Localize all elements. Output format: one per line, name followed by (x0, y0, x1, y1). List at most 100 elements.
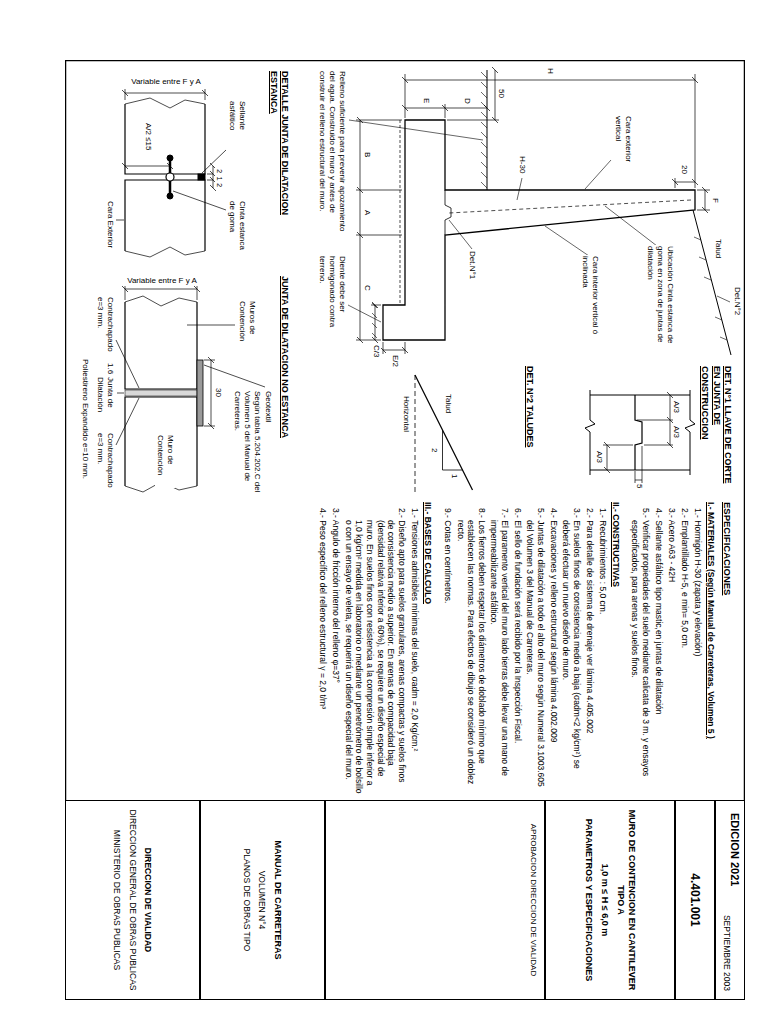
specification-item: 2.- Para detalle de sistema de drenaje v… (584, 502, 595, 795)
wall-dimensions (356, 67, 710, 354)
specification-heading: I.- MATERIALES (Según Manual de Carreter… (705, 502, 716, 795)
specification-item: 1.- Tensiones admisibles mínimas del sue… (409, 502, 420, 795)
waterstop-line (449, 200, 691, 213)
title-block-text: DIRECCION GENERAL DE OBRAS PUBLICAS (127, 809, 137, 990)
unsealed-joint-detail-part (197, 360, 203, 426)
wall-dimensions-part (697, 210, 710, 211)
dimension-label: 1.6 (105, 362, 115, 375)
note-label: Horizontal (401, 395, 411, 433)
wall-dimensions-part (702, 187, 708, 213)
specification-item: 5.- Verificar propiedades del suelo medi… (630, 502, 651, 795)
sealed-joint-detail-part (116, 89, 226, 220)
dimension-label: 30 (213, 387, 223, 398)
ground-hatch (481, 72, 487, 188)
wall-dimensions-part (372, 302, 378, 343)
slope-detail-part (415, 375, 416, 492)
dimension-label: B (362, 151, 372, 158)
leader-lines-part (517, 178, 522, 200)
dimension-label: A/3 (671, 400, 681, 414)
note-label: Cinta estanca de goma (227, 200, 247, 260)
note-label: Contrachapado e=3 mm. (95, 296, 115, 358)
sealed-joint-detail-part-part (122, 163, 173, 169)
title-block-text: PLANOS DE OBRAS TIPO (242, 849, 252, 952)
specification-item: 2.- Diseño apto para suelos granulares, … (343, 502, 407, 795)
specification-item: 3.- En suelos finos de consistencia medi… (561, 502, 582, 795)
dimension-label: 2 (429, 447, 439, 453)
sealed-joint-detail-part-part (207, 180, 213, 181)
dimension-label: 1 (215, 176, 224, 182)
wall-dimensions-part (356, 190, 402, 191)
sheet-border (66, 61, 745, 1000)
wall-dimensions-part (356, 235, 402, 236)
sealed-joint-detail-part-part (205, 89, 206, 100)
sealed-joint-detail-part (125, 98, 205, 108)
specification-item: 2.- Emplantillado H-5, e min= 5,0 cm. (679, 502, 690, 795)
specification-item: 4.- Sellante asfáltico tipo mastic,en ju… (653, 502, 664, 795)
unsealed-joint-detail-part-part (204, 365, 265, 387)
specification-heading: III.- BASES DE CALCULO (422, 502, 433, 795)
sealed-joint-detail-part-part (116, 220, 124, 221)
note-label: Contrachapado e=3 mm. (95, 432, 115, 494)
slope-detail-part (415, 375, 473, 490)
sealed-joint-detail-part (125, 104, 205, 174)
wall-dimensions-part (380, 347, 408, 353)
note-label: Muros de Contención (237, 300, 257, 362)
terrain-hatch (372, 303, 377, 338)
specification-item: 6.- El sello de fundación será recibido … (512, 502, 523, 795)
note-label: Relleno suficiente para prevenir apozami… (317, 70, 347, 240)
unsealed-joint-detail-part-part (204, 426, 215, 427)
wall-dimensions-part (402, 105, 490, 111)
specification-item: 4.- Peso específico del relleno estructu… (317, 502, 328, 795)
note-label: Muro de Contención (155, 434, 175, 488)
title-block-text: 1,0 m ≤ H ≤ 6,0 m (599, 864, 610, 936)
unsealed-joint-detail-part-part (125, 285, 126, 300)
slope-label: Talud (713, 238, 723, 259)
key-detail (585, 390, 695, 484)
dimension-label: Variable entre F y A (121, 77, 211, 87)
note-label: Cara exterior vertical (613, 115, 633, 177)
sealed-joint-detail-part (167, 193, 173, 199)
slope-label: Talud (443, 393, 453, 414)
dimension-label: A/3 (671, 425, 681, 439)
slope-hatch (694, 237, 727, 340)
dimension-label: E/2 (390, 354, 400, 368)
wall-dimensions-part (375, 305, 376, 340)
sealed-joint-detail-part (167, 155, 173, 161)
note-label: Diente debe ser hormigonado contra terre… (317, 255, 347, 355)
wall-dimensions-part (675, 178, 676, 188)
leader-lines-part (605, 206, 657, 246)
unsealed-joint-detail-part-part (197, 285, 198, 300)
note-label: Cara interior vertical ó inclinada (580, 255, 600, 347)
sealed-joint-detail (116, 89, 226, 257)
title-block-cell: APROBACION DIRECCION DE VIALIDAD (325, 800, 545, 1000)
note-label: Cara Exterior (105, 200, 115, 249)
dimension-label: C/3 (371, 344, 381, 358)
specification-item: 1.- Recubrimientos : 5,0 cm. (597, 502, 608, 795)
specification-item: 3.- Angulo de fricción interno del relle… (330, 502, 341, 795)
title-block-cell: DIRECCION DE VIALIDADDIRECCION GENERAL D… (65, 800, 200, 1000)
sealed-joint-detail-part-part (213, 166, 214, 188)
dimension-label: D (462, 97, 472, 105)
title-block-text: APROBACION DIRECCION DE VIALIDAD (528, 824, 538, 976)
wall-dimensions-part (705, 190, 706, 210)
key-detail-part-part (644, 445, 673, 446)
dimension-label: 2 (215, 182, 224, 188)
unsealed-joint-detail-part (125, 302, 197, 389)
backfill-slope (693, 210, 731, 355)
wall-dimensions-part (405, 108, 487, 109)
key-detail-part (590, 470, 690, 471)
title-block-text: MINISTERIO DE OBRAS PUBLICAS (112, 830, 122, 970)
wall-dimensions-part (675, 182, 695, 183)
detail-title: DETALLE JUNTA DE DILATACION ESTANCA (268, 70, 291, 260)
dimension-label: 1 (449, 473, 459, 479)
dimension-label: A/3 (594, 450, 604, 464)
key-detail-part (685, 390, 695, 475)
unsealed-joint-detail-part (125, 390, 197, 396)
note-label: Junta de Dilatación (95, 376, 115, 426)
wall-dimensions-part (445, 104, 446, 118)
title-block-cell: MANUAL DE CARRETERASVOLUMEN N°4PLANOS DE… (200, 800, 325, 1000)
dimension-label: 20 (679, 164, 689, 175)
leader-lines-part (348, 305, 381, 322)
specification-item: 9.- Cotas en centímetros. (442, 502, 453, 795)
title-block-text: MURO DE CONTENCION EN CANTILEVER TIPO A (615, 809, 637, 991)
